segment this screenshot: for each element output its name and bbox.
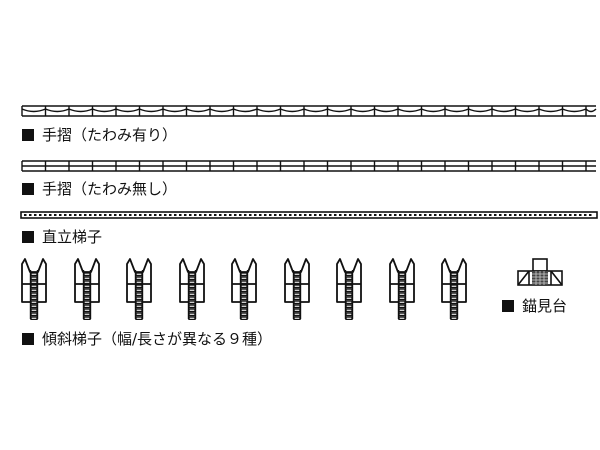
railing-sag-figure xyxy=(21,105,597,117)
inclined-ladder-icon xyxy=(441,258,467,320)
inclined-ladder-icon xyxy=(231,258,257,320)
bullet-square-icon xyxy=(22,183,34,195)
inclined-ladder-icon xyxy=(73,258,100,320)
bullet-square-icon xyxy=(22,129,34,141)
inclined-ladder-icon xyxy=(126,258,152,320)
railing-sag-label: 手摺（たわみ有り） xyxy=(22,126,177,144)
bullet-square-icon xyxy=(22,231,34,243)
inclined-ladder-icon xyxy=(336,258,362,320)
railing-nosag-figure xyxy=(21,160,596,172)
anchor-platform-label: 錨見台 xyxy=(502,297,567,315)
vertical-ladder-figure xyxy=(20,211,598,219)
anchor-platform-figure xyxy=(517,258,563,286)
vertical-ladder-label: 直立梯子 xyxy=(22,228,102,246)
bullet-square-icon xyxy=(22,333,34,345)
inclined-ladder-row xyxy=(18,256,478,322)
inclined-ladder-icon xyxy=(178,258,205,320)
bullet-square-icon xyxy=(502,300,514,312)
inclined-ladder-label: 傾斜梯子（幅/長さが異なる９種） xyxy=(22,330,272,348)
railing-nosag-label: 手摺（たわみ無し） xyxy=(22,180,177,198)
inclined-ladder-icon xyxy=(388,258,415,320)
inclined-ladder-icon xyxy=(21,258,47,320)
inclined-ladder-icon xyxy=(283,258,310,320)
